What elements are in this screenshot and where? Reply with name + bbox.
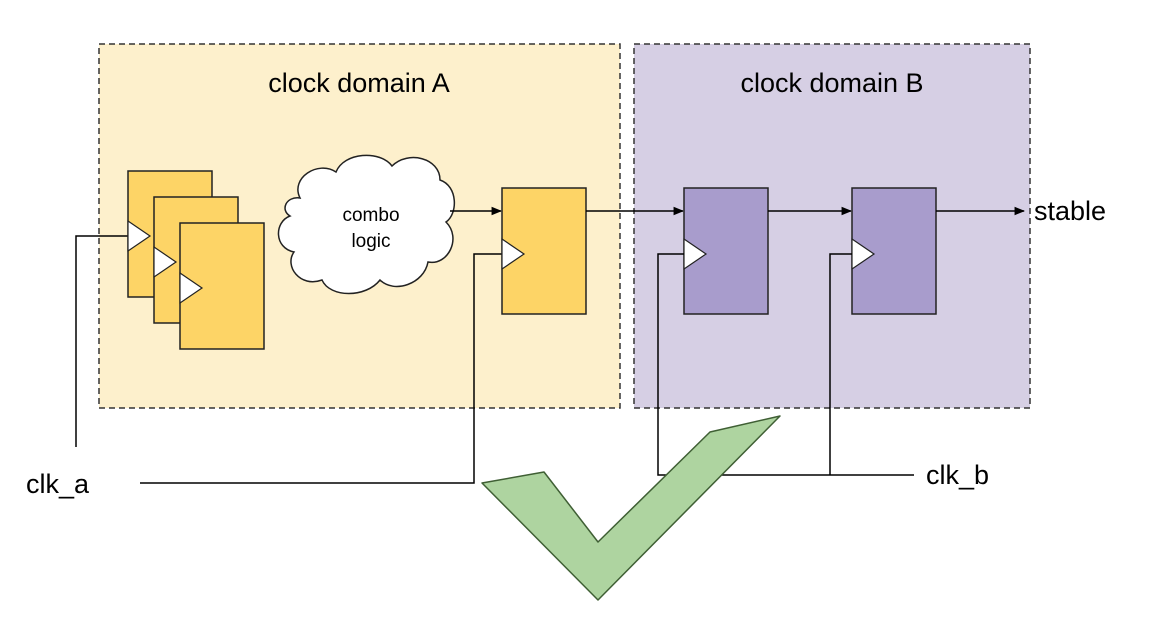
flop-stack-a (127, 170, 265, 350)
clock-triangle-icon (501, 237, 526, 271)
clock-domain-b-label: clock domain B (740, 68, 923, 98)
clock-triangle-icon (153, 245, 178, 279)
combo-logic-label-line2: logic (351, 231, 390, 252)
clk-b-wire (657, 253, 914, 476)
combo-logic-label-line1: combo (342, 205, 399, 226)
clk-a-wire-to-stack (75, 235, 128, 447)
stable-label: stable (1034, 196, 1106, 226)
clock-triangle-icon (179, 271, 204, 305)
clock-domain-a-label: clock domain A (268, 68, 450, 98)
checkmark-icon (481, 415, 781, 601)
clk-a-label: clk_a (26, 469, 90, 499)
clk-b-label: clk_b (926, 460, 989, 490)
combo-logic-cloud-icon (277, 154, 455, 295)
clock-triangle-icon (127, 219, 152, 253)
clk-a-wire-to-flop (140, 253, 502, 484)
